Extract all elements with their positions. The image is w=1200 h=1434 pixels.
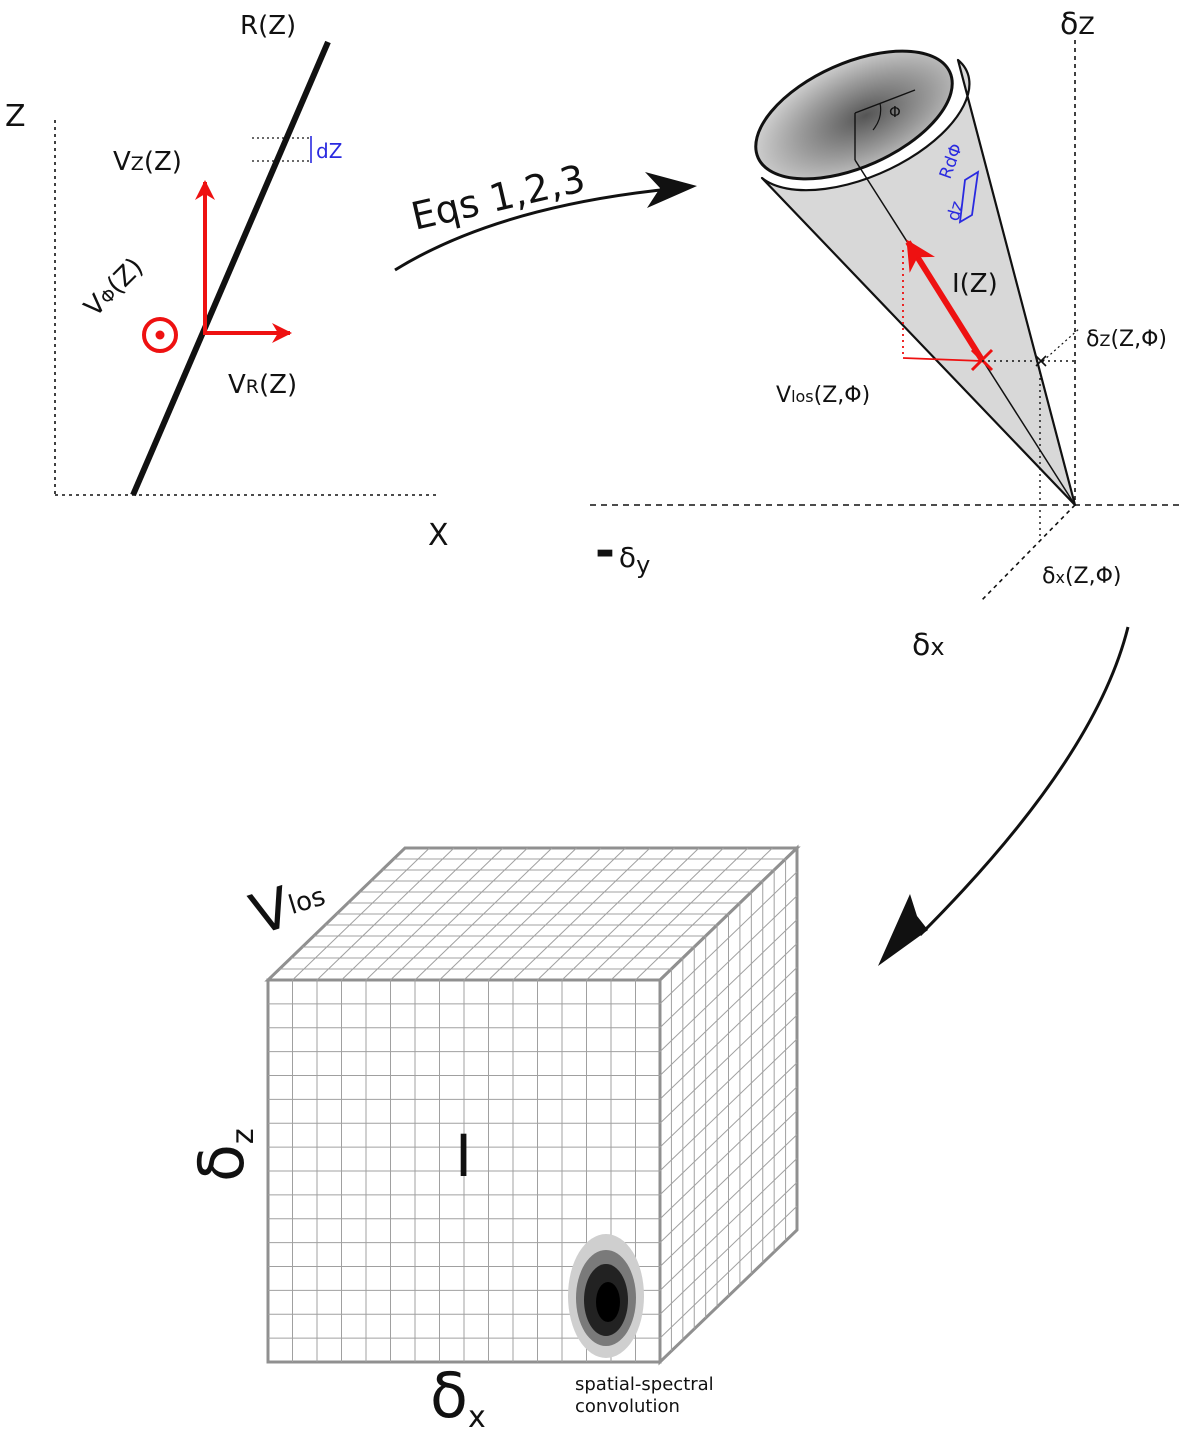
x-axis-label: X [428, 518, 449, 553]
cube-grid-line [659, 871, 798, 1005]
cube-grid-line [659, 1181, 798, 1315]
intensity-arrow [905, 239, 985, 362]
convolution-label-line1: spatial-spectral [575, 1374, 714, 1395]
vphi-out-of-plane-icon [142, 317, 178, 353]
cube-grid-line [659, 943, 798, 1076]
cube-grid-line [659, 1062, 798, 1196]
projected-point-marker [1035, 355, 1047, 367]
cone-surface [760, 58, 1077, 507]
cube-construction-arrow [878, 626, 1130, 966]
cone-mouth-ellipse [754, 49, 954, 181]
vphi-label: VΦ(Z) [79, 252, 150, 323]
radius-profile-curve [130, 40, 331, 497]
vz-label: VZ(Z) [113, 147, 182, 177]
neg-dy-axis-label: -δy [595, 523, 650, 579]
equations-arrow: Eqs 1,2,3 [394, 156, 697, 272]
cube-grid-line [659, 1038, 798, 1172]
vlos-label: Vlos(Z,Φ) [776, 383, 870, 408]
cube-grid-line [659, 1014, 798, 1148]
dz-axis-label: δZ [1060, 7, 1095, 42]
z-axis-label: Z [5, 99, 26, 134]
radius-profile-label: R(Z) [240, 11, 296, 41]
cube-intensity-label: I [455, 1122, 472, 1190]
equations-label: Eqs 1,2,3 [407, 156, 589, 239]
cube-dx-axis-label: δx [430, 1359, 486, 1429]
vlos-projection-line [902, 357, 983, 362]
cube-grid-line [659, 1205, 798, 1339]
dz-label-leader [1042, 327, 1081, 362]
dz-projection-label: δZ(Z,Φ) [1086, 327, 1167, 352]
cube-grid-line [659, 967, 798, 1100]
phi-angle-label: Φ [889, 103, 901, 121]
cube-grid-line [659, 990, 798, 1124]
convolution-label-line2: convolution [575, 1396, 680, 1417]
slice-dz-label: dZ [316, 139, 342, 163]
cube-grid-line [659, 1110, 798, 1243]
phi-angle-arc [872, 102, 882, 131]
intensity-label: I(Z) [952, 269, 998, 299]
cube-grid-line [659, 919, 798, 1052]
vr-label: VR(Z) [228, 370, 297, 400]
data-cube: Vlos δz δx I spatial-spectral convolutio… [185, 844, 801, 1434]
profile-panel: Z X R(Z) dZ VZ(Z) VΦ(Z) VR(Z) [5, 11, 449, 553]
phi-axis-line [854, 89, 916, 114]
convolution-kernel-blob [568, 1234, 644, 1358]
cube-grid-line [659, 1134, 798, 1267]
dx-axis-label: δx [912, 628, 945, 663]
cube-dz-axis-label: δz [185, 1128, 261, 1182]
cube-grid-line [659, 1158, 798, 1291]
cube-grid-line [659, 1086, 798, 1220]
emission-point-marker [970, 348, 994, 372]
dx-projection-label: δx(Z,Φ) [1042, 564, 1121, 589]
cone-panel: δZ -δy δx Φ RdΦ dz I(Z) [590, 7, 1180, 663]
cube-grid-line [659, 895, 798, 1029]
cube-grid-lines [268, 847, 798, 1362]
dx-axis-line [979, 504, 1076, 603]
surface-element-patch [958, 170, 980, 224]
